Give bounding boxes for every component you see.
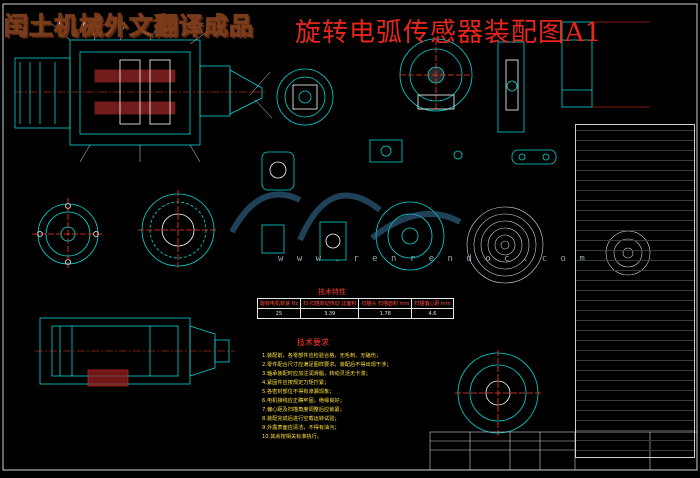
housing-section-view <box>35 317 235 387</box>
note-item: 4.紧固件应按规定力矩拧紧； <box>262 380 330 386</box>
note-item: 10.其余按相关标准执行。 <box>262 434 323 440</box>
parts-list-row <box>576 415 694 421</box>
small-gear-view <box>605 230 651 276</box>
watermark-url: w w w . r e n r e n d o c . c o m <box>278 254 589 264</box>
parts-list-row <box>576 205 694 211</box>
parts-list-row <box>576 305 694 311</box>
spec-header-cell: 扫描偏心距 mm <box>411 298 454 309</box>
pin-part <box>453 149 557 165</box>
spec-header-cell: 扫描头 扫描面积 mm <box>358 298 413 309</box>
spring-disc-view <box>466 206 544 284</box>
parts-list-row <box>576 355 694 361</box>
parts-list-row <box>576 295 694 301</box>
parts-list-row <box>576 195 694 201</box>
parts-list-row <box>576 335 694 341</box>
spec-table: 旋转电机转速 Hz 扫-扫描转动传动 比面积 扫描头 扫描面积 mm 扫描偏心距… <box>257 298 454 319</box>
parts-list-row <box>576 285 694 291</box>
parts-list-row <box>576 125 694 131</box>
parts-list-row <box>576 385 694 391</box>
spec-value-cell: 1.78 <box>358 308 413 319</box>
parts-list-row <box>576 325 694 331</box>
main-section-view <box>14 39 265 146</box>
parts-list-row <box>576 165 694 171</box>
parts-list-row <box>576 255 694 261</box>
note-item: 5.各密封部位不得有渗漏现象； <box>262 389 335 395</box>
parts-list-row <box>576 245 694 251</box>
bushing-view <box>261 221 347 261</box>
end-cover-view <box>32 198 104 270</box>
parts-list <box>575 124 695 458</box>
parts-list-row <box>576 185 694 191</box>
bottom-detail-view <box>455 350 542 436</box>
parts-list-row <box>576 435 694 441</box>
watermark-logo <box>229 191 462 242</box>
note-item: 1.装配前，各零部件应检验合格，无毛刺、无磕伤； <box>262 353 382 359</box>
spec-header-cell: 旋转电机转速 Hz <box>257 298 301 309</box>
note-item: 6.电机接线应正确牢固，绝缘良好； <box>262 398 345 404</box>
parts-list-row <box>576 445 694 451</box>
clamp-part <box>261 151 295 191</box>
parts-list-row <box>576 345 694 351</box>
note-item: 8.装配完成后进行空载运转试验； <box>262 416 340 422</box>
note-item: 7.偏心距及扫描角度调整后应锁紧； <box>262 407 345 413</box>
spec-table-title: 技术特性 <box>318 288 346 296</box>
notes-title: 技术要求 <box>297 338 329 347</box>
spec-value-row: 25 3.39 1.78 4.6 <box>257 308 454 319</box>
note-item: 9.外露表面应清洁，不得有油污； <box>262 425 340 431</box>
parts-list-row <box>576 365 694 371</box>
spec-value-cell: 4.6 <box>411 308 454 319</box>
dim-line-top <box>590 21 650 108</box>
parts-list-row <box>576 405 694 411</box>
parts-list-row <box>576 265 694 271</box>
spec-value-cell: 25 <box>257 308 301 319</box>
rotor-view <box>138 190 218 270</box>
parts-list-row <box>576 425 694 431</box>
title-block <box>429 431 698 471</box>
bracket-view-top <box>497 41 525 133</box>
parts-list-row <box>576 175 694 181</box>
parts-list-row <box>576 225 694 231</box>
parts-list-row <box>576 375 694 381</box>
spec-header-row: 旋转电机转速 Hz 扫-扫描转动传动 比面积 扫描头 扫描面积 mm 扫描偏心距… <box>257 298 454 309</box>
parts-list-row <box>576 315 694 321</box>
holder-part <box>369 139 403 163</box>
watermark-heading: 闰土机械外文翻译成品 <box>4 12 254 41</box>
disc-view-top <box>399 38 473 112</box>
parts-list-row <box>576 145 694 151</box>
parts-list-row <box>576 215 694 221</box>
parts-list-row <box>576 275 694 281</box>
parts-list-row <box>576 235 694 241</box>
spec-header-cell: 扫-扫描转动传动 比面积 <box>299 298 360 309</box>
bracket-plate <box>561 21 593 108</box>
parts-list-row <box>576 395 694 401</box>
drawing-title: 旋转电弧传感器装配图A1 <box>295 18 603 48</box>
note-item: 2.零件配合尺寸应满足图样要求，装配后不得出现干涉； <box>262 362 392 368</box>
parts-list-row <box>576 155 694 161</box>
spec-value-cell: 3.39 <box>299 308 360 319</box>
flange-view-top <box>276 68 334 126</box>
parts-list-row <box>576 135 694 141</box>
note-item: 3.轴承装配时应加注润滑脂，转动灵活无卡滞； <box>262 371 371 377</box>
